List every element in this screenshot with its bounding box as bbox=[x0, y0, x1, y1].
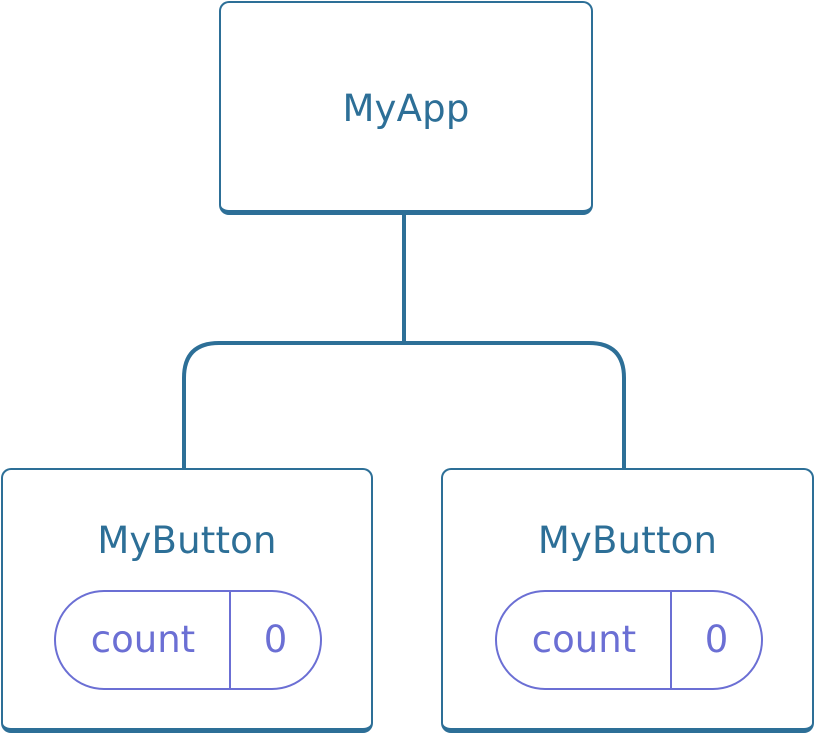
state-name: count bbox=[531, 618, 637, 661]
node-myapp: MyApp bbox=[219, 1, 593, 215]
node-title: MyButton bbox=[97, 519, 277, 562]
state-name: count bbox=[90, 618, 196, 661]
state-divider bbox=[229, 592, 231, 688]
node-mybutton-left: MyButton count 0 bbox=[1, 468, 373, 733]
state-value: 0 bbox=[263, 618, 288, 661]
node-title: MyButton bbox=[537, 519, 718, 562]
state-pill: count 0 bbox=[54, 590, 322, 690]
node-title: MyApp bbox=[342, 87, 470, 130]
node-mybutton-right: MyButton count 0 bbox=[441, 468, 814, 733]
state-divider bbox=[670, 592, 672, 688]
connector-root-to-children bbox=[182, 210, 626, 472]
state-value: 0 bbox=[704, 618, 729, 661]
state-pill: count 0 bbox=[495, 590, 763, 690]
